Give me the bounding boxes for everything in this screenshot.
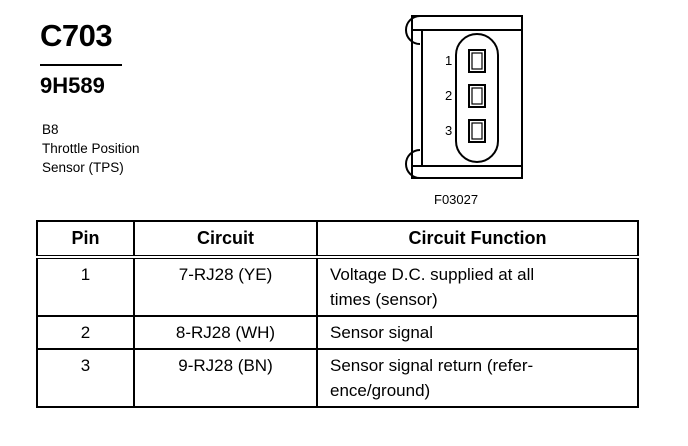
header-circuit: Circuit xyxy=(133,220,318,259)
description-line-1: Throttle Position xyxy=(42,141,140,156)
terminal-1 xyxy=(468,49,486,73)
pin-cell: 1 xyxy=(36,256,135,317)
connector-face-diagram: 1 2 3 xyxy=(405,15,523,179)
terminal-2 xyxy=(468,84,486,108)
function-cell: Voltage D.C. supplied at all times (sens… xyxy=(316,256,639,317)
function-line: times (sensor) xyxy=(330,290,438,309)
header-pin: Pin xyxy=(36,220,135,259)
connector-id-underline xyxy=(40,64,122,66)
pin-table: Pin Circuit Circuit Function 1 7-RJ28 (Y… xyxy=(36,220,639,408)
table-header-row: Pin Circuit Circuit Function xyxy=(36,220,639,259)
bottom-mounting-tab xyxy=(405,149,421,179)
connector-id: C703 xyxy=(40,18,113,53)
connector-body xyxy=(411,15,523,179)
pin-label-1: 1 xyxy=(445,53,452,68)
part-number: 9H589 xyxy=(40,73,105,98)
function-line: ence/ground) xyxy=(330,381,431,400)
circuit-cell: 7-RJ28 (YE) xyxy=(133,256,318,317)
circuit-cell: 9-RJ28 (BN) xyxy=(133,348,318,408)
function-line: Sensor signal xyxy=(330,323,434,342)
top-mounting-tab xyxy=(405,15,421,45)
pin-cell: 3 xyxy=(36,348,135,408)
pin-label-3: 3 xyxy=(445,123,452,138)
header-function: Circuit Function xyxy=(316,220,639,259)
pin-label-2: 2 xyxy=(445,88,452,103)
description-line-2: Sensor (TPS) xyxy=(42,160,124,175)
figure-code: F03027 xyxy=(434,192,479,207)
pin-cell: 2 xyxy=(36,315,135,350)
table-row: 1 7-RJ28 (YE) Voltage D.C. supplied at a… xyxy=(36,256,639,317)
circuit-cell: 8-RJ28 (WH) xyxy=(133,315,318,350)
terminal-3 xyxy=(468,119,486,143)
location-code: B8 xyxy=(42,122,59,137)
function-line: Sensor signal return (refer- xyxy=(330,356,534,375)
function-line: Voltage D.C. supplied at all xyxy=(330,265,535,284)
terminal-housing xyxy=(455,33,499,163)
table-row: 3 9-RJ28 (BN) Sensor signal return (refe… xyxy=(36,348,639,408)
function-cell: Sensor signal return (refer- ence/ground… xyxy=(316,348,639,408)
table-row: 2 8-RJ28 (WH) Sensor signal xyxy=(36,315,639,350)
function-cell: Sensor signal xyxy=(316,315,639,350)
connector-description: B8 Throttle Position Sensor (TPS) xyxy=(42,120,140,177)
